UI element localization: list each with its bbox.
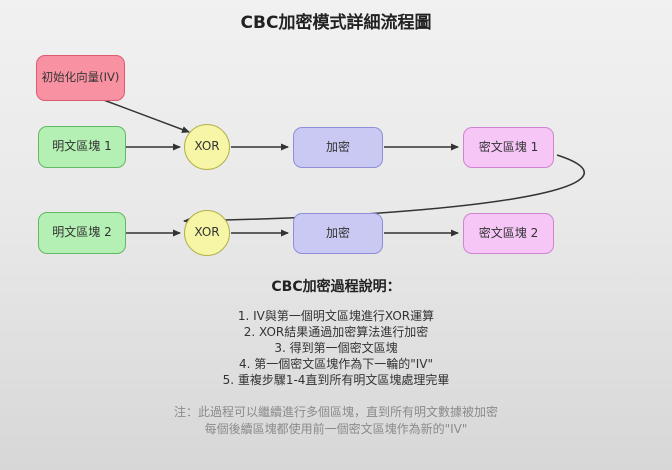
node-label: 加密 [325,139,350,154]
explanation-heading: CBC加密過程說明： [271,279,401,295]
node-label: 加密 [325,225,350,240]
node-label: XOR [194,225,220,240]
explanation-step: 2. XOR結果通過加密算法進行加密 [243,325,429,339]
explanation-step: 3. 得到第一個密文區塊 [274,341,398,355]
explanation-step: 5. 重複步驟1-4直到所有明文區塊處理完畢 [222,373,450,387]
explanation-step: 4. 第一個密文區塊作為下一輪的"IV" [238,357,434,371]
node-xor-2: XOR [184,210,230,256]
explanation-step: 1. IV與第一個明文區塊進行XOR運算 [237,309,435,323]
node-plaintext-block-2: 明文區塊 2 [38,212,126,254]
node-label: 明文區塊 1 [52,139,112,154]
node-initialization-vector: 初始化向量(IV) [36,55,125,101]
node-plaintext-block-1: 明文區塊 1 [38,126,126,168]
node-encrypt-1: 加密 [293,127,383,168]
node-encrypt-2: 加密 [293,213,383,254]
node-ciphertext-block-1: 密文區塊 1 [463,127,554,168]
node-ciphertext-block-2: 密文區塊 2 [463,213,554,254]
node-label: XOR [194,139,220,154]
node-label: 密文區塊 1 [478,139,539,154]
node-xor-1: XOR [184,124,230,170]
page-title: CBC加密模式詳細流程圖 [240,13,432,33]
footnote-line: 注：此過程可以繼續進行多個區塊，直到所有明文數據被加密 [173,405,498,419]
node-label: 明文區塊 2 [52,225,112,240]
node-label: 初始化向量(IV) [41,70,120,85]
footnote: 注：此過程可以繼續進行多個區塊，直到所有明文數據被加密 每個後續區塊都使用前一個… [0,404,672,438]
explanation-steps: 1. IV與第一個明文區塊進行XOR運算 2. XOR結果通過加密算法進行加密 … [0,308,672,388]
footnote-line: 每個後續區塊都使用前一個密文區塊作為新的"IV" [204,422,468,436]
node-label: 密文區塊 2 [478,225,539,240]
